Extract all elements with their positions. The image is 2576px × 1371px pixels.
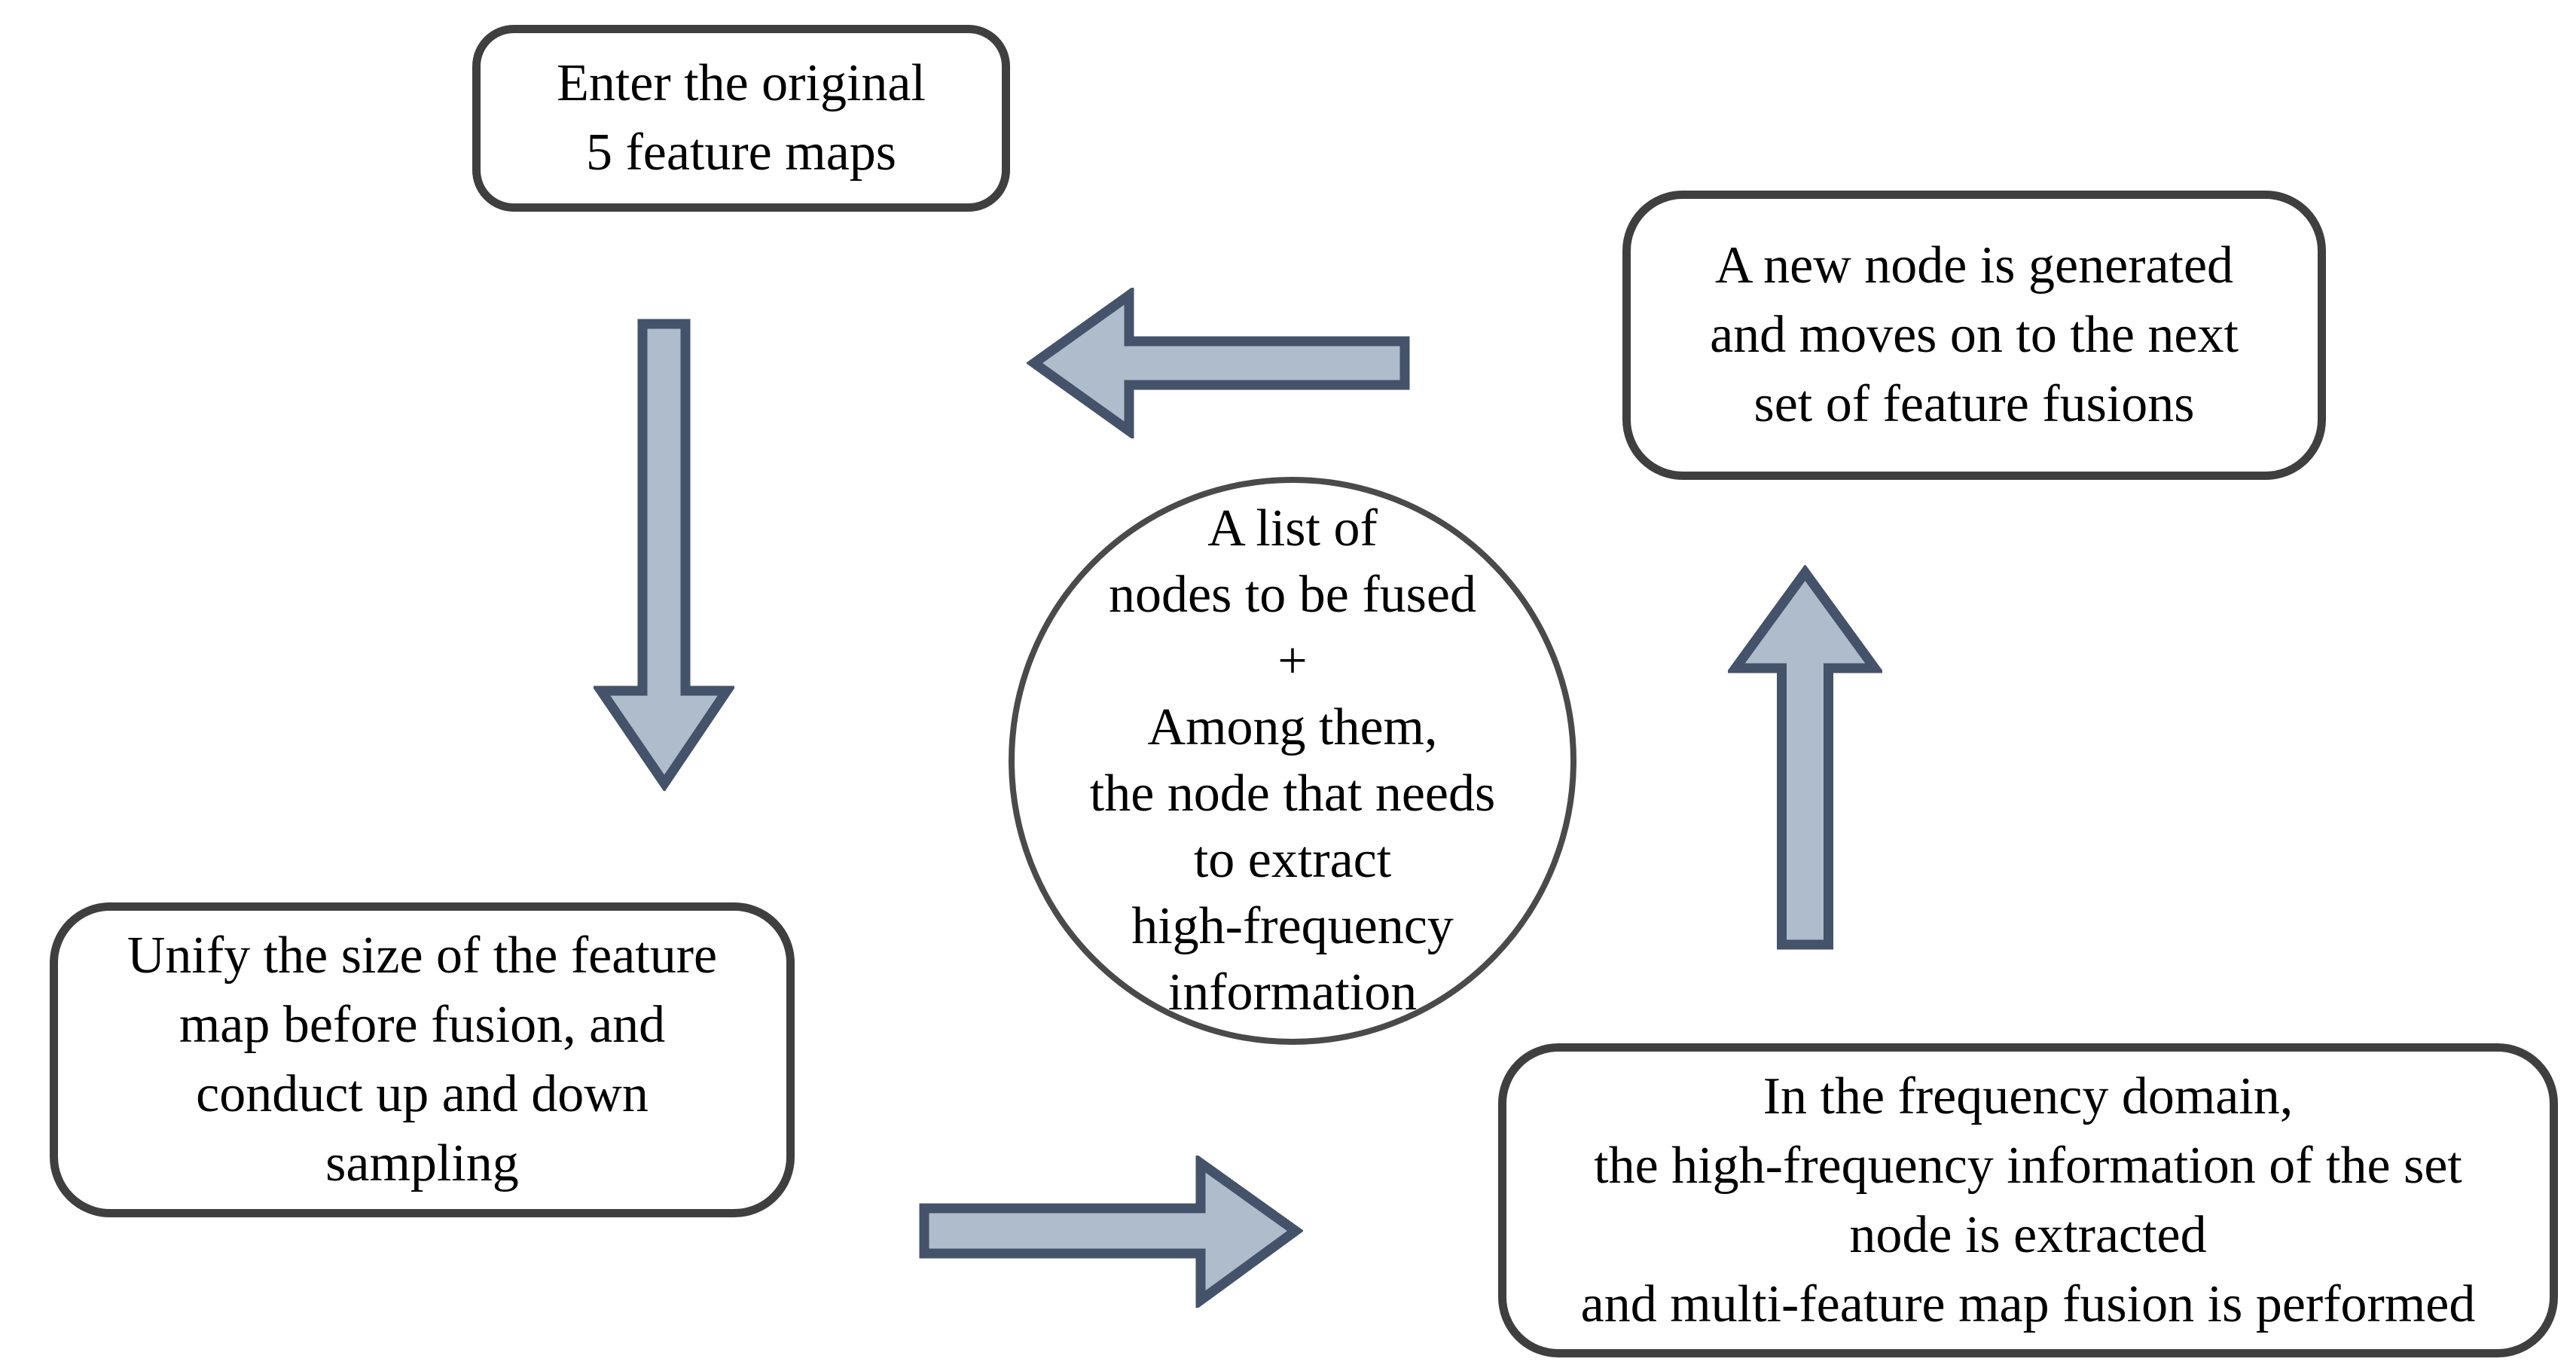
node-circle-text: A list of nodes to be fused + Among them… — [1089, 499, 1496, 1021]
node-fusion-list-circle: A list of nodes to be fused + Among them… — [1009, 477, 1576, 1045]
node-enter-original-feature-maps: Enter the original 5 feature maps — [472, 25, 1010, 212]
arrow-left-icon — [1027, 288, 1410, 438]
node-frequency-domain-fusion: In the frequency domain, the high-freque… — [1498, 1043, 2558, 1357]
node-new-node-text: A new node is generated and moves on to … — [1710, 237, 2239, 433]
node-enter-text: Enter the original 5 feature maps — [557, 54, 926, 182]
node-frequency-text: In the frequency domain, the high-freque… — [1580, 1067, 2476, 1333]
arrow-down-icon — [594, 319, 734, 791]
arrow-right-icon — [919, 1156, 1303, 1308]
node-unify-size: Unify the size of the feature map before… — [50, 902, 795, 1217]
arrow-up-icon — [1728, 565, 1882, 950]
node-unify-text: Unify the size of the feature map before… — [127, 927, 718, 1192]
node-new-node-generated: A new node is generated and moves on to … — [1622, 191, 2326, 480]
